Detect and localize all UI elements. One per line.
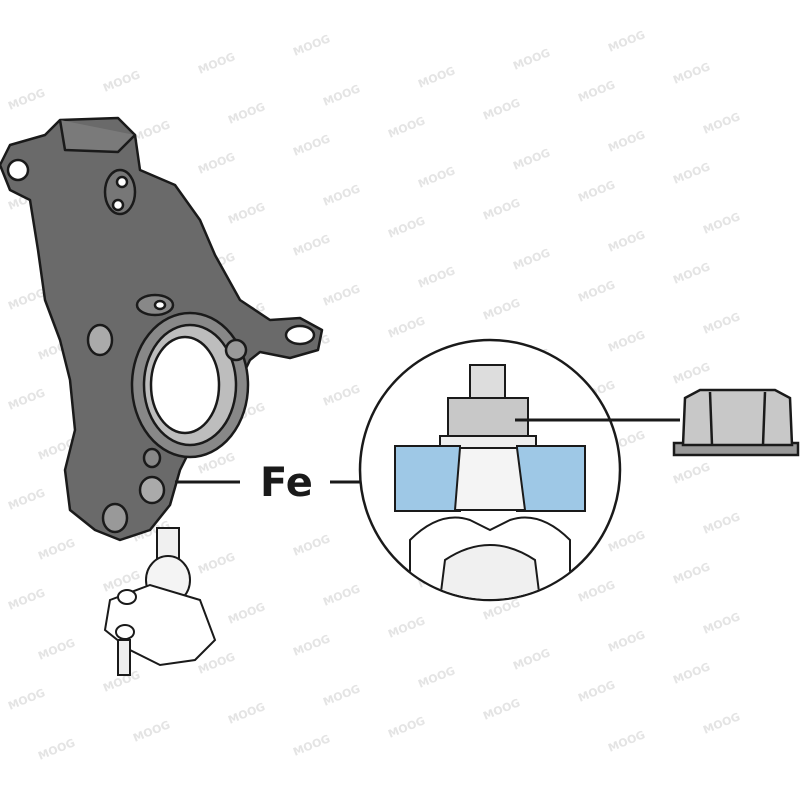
watermark-text: MOOG [606, 228, 647, 255]
watermark-text: MOOG [226, 100, 267, 127]
watermark-text: MOOG [416, 64, 457, 91]
watermark-text: MOOG [6, 686, 47, 713]
watermark-text: MOOG [416, 664, 457, 691]
watermark-text: MOOG [131, 118, 172, 145]
ball-joint-illustration [103, 527, 217, 676]
watermark-text: MOOG [701, 110, 742, 137]
watermark-text: MOOG [701, 510, 742, 537]
watermark-text: MOOG [386, 714, 427, 741]
steering-knuckle-illustration [0, 116, 324, 542]
watermark-text: MOOG [576, 178, 617, 205]
watermark-text: MOOG [386, 114, 427, 141]
watermark-text: MOOG [671, 660, 712, 687]
watermark-text: MOOG [671, 460, 712, 487]
watermark-text: MOOG [196, 650, 237, 677]
watermark-text: MOOG [226, 600, 267, 627]
watermark-text: MOOG [196, 150, 237, 177]
watermark-text: MOOG [321, 682, 362, 709]
watermark-text: MOOG [321, 382, 362, 409]
watermark-text: MOOG [6, 286, 47, 313]
watermark-text: MOOG [701, 610, 742, 637]
watermark-text: MOOG [386, 314, 427, 341]
watermark-text: MOOG [701, 710, 742, 737]
watermark-text: MOOG [291, 532, 332, 559]
watermark-text: MOOG [291, 32, 332, 59]
watermark-text: MOOG [291, 632, 332, 659]
watermark-text: MOOG [606, 28, 647, 55]
watermark-text: MOOG [386, 614, 427, 641]
watermark-text: MOOG [416, 164, 457, 191]
watermark-text: MOOG [671, 160, 712, 187]
watermark-text: MOOG [576, 578, 617, 605]
watermark-text: MOOG [6, 486, 47, 513]
flange-nut-illustration [672, 388, 800, 457]
watermark-text: MOOG [6, 86, 47, 113]
watermark-text: MOOG [36, 536, 77, 563]
watermark-text: MOOG [291, 232, 332, 259]
watermark-text: MOOG [701, 210, 742, 237]
watermark-text: MOOG [226, 700, 267, 727]
watermark-text: MOOG [321, 182, 362, 209]
watermark-text: MOOG [671, 60, 712, 87]
watermark-text: MOOG [606, 328, 647, 355]
watermark-text: MOOG [671, 560, 712, 587]
watermark-text: MOOG [481, 696, 522, 723]
watermark-text: MOOG [576, 78, 617, 105]
watermark-text: MOOG [481, 96, 522, 123]
watermark-text: MOOG [511, 46, 552, 73]
watermark-text: MOOG [196, 50, 237, 77]
bushing-detail-inset [358, 338, 622, 602]
watermark-text: MOOG [386, 214, 427, 241]
watermark-text: MOOG [6, 586, 47, 613]
watermark-text: MOOG [36, 636, 77, 663]
watermark-text: MOOG [606, 528, 647, 555]
watermark-text: MOOG [606, 728, 647, 755]
watermark-text: MOOG [606, 128, 647, 155]
watermark-text: MOOG [321, 282, 362, 309]
watermark-text: MOOG [701, 310, 742, 337]
watermark-text: MOOG [131, 718, 172, 745]
watermark-text: MOOG [606, 628, 647, 655]
watermark-text: MOOG [511, 146, 552, 173]
watermark-text: MOOG [511, 646, 552, 673]
watermark-text: MOOG [321, 582, 362, 609]
watermark-text: MOOG [671, 260, 712, 287]
watermark-text: MOOG [6, 386, 47, 413]
watermark-text: MOOG [576, 278, 617, 305]
material-label: Fe [260, 460, 313, 506]
watermark-text: MOOG [196, 550, 237, 577]
watermark-text: MOOG [481, 196, 522, 223]
watermark-text: MOOG [481, 296, 522, 323]
watermark-text: MOOG [511, 246, 552, 273]
watermark-text: MOOG [36, 736, 77, 763]
watermark-text: MOOG [226, 200, 267, 227]
watermark-text: MOOG [321, 82, 362, 109]
watermark-text: MOOG [416, 264, 457, 291]
label-backdrop [252, 452, 318, 506]
watermark-text: MOOG [291, 132, 332, 159]
watermark-text: MOOG [576, 678, 617, 705]
watermark-text: MOOG [671, 360, 712, 387]
watermark-text: MOOG [101, 68, 142, 95]
watermark-text: MOOG [291, 732, 332, 759]
